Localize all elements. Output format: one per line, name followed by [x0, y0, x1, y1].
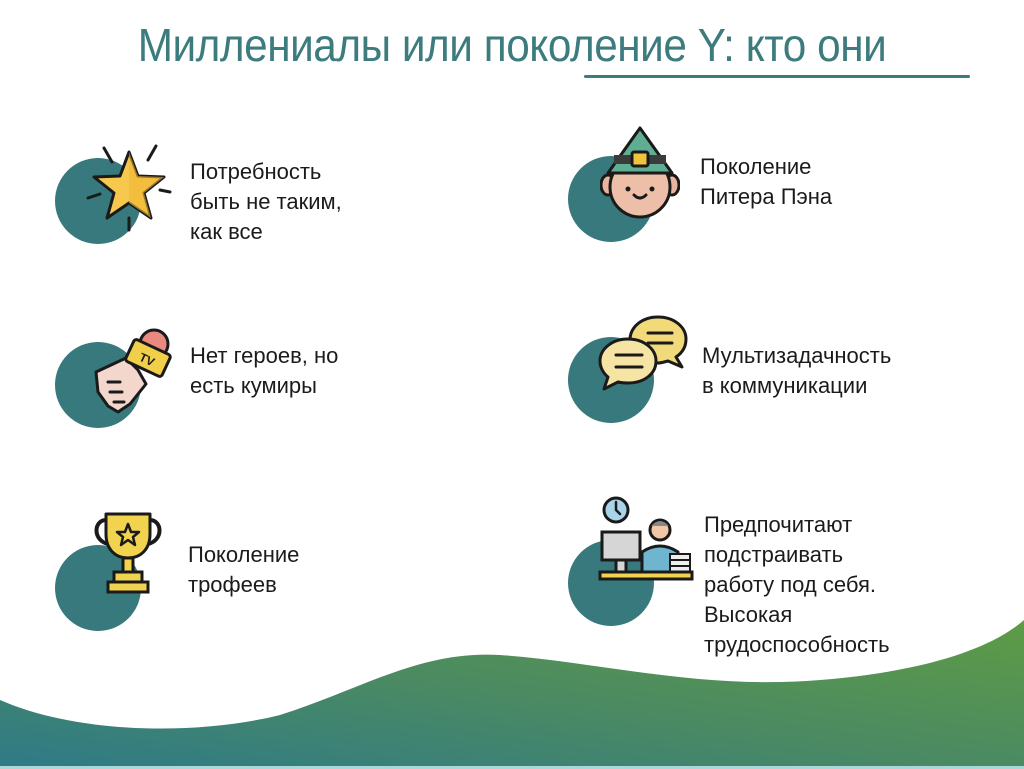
- elf-face-icon: [600, 126, 680, 219]
- trophy-icon: [94, 512, 162, 594]
- item-label: Поколение трофеев: [188, 542, 300, 597]
- title-underline: [584, 75, 970, 78]
- star-icon: [86, 144, 172, 232]
- item-label: Нет героев, но есть кумиры: [190, 343, 339, 398]
- item-label: Предпочитают подстраивать работу под себ…: [704, 512, 890, 657]
- chat-bubbles-icon: [598, 315, 688, 391]
- slide-title: Миллениалы или поколение Y: кто они: [137, 19, 887, 71]
- item-label: Потребность быть не таким, как все: [190, 159, 342, 244]
- item-label: Мультизадачность в коммуникации: [702, 343, 892, 398]
- item-label: Поколение Питера Пэна: [700, 154, 833, 209]
- tv-microphone-icon: TV: [94, 328, 172, 414]
- office-worker-icon: [598, 496, 694, 581]
- svg-text:TV: TV: [137, 350, 157, 369]
